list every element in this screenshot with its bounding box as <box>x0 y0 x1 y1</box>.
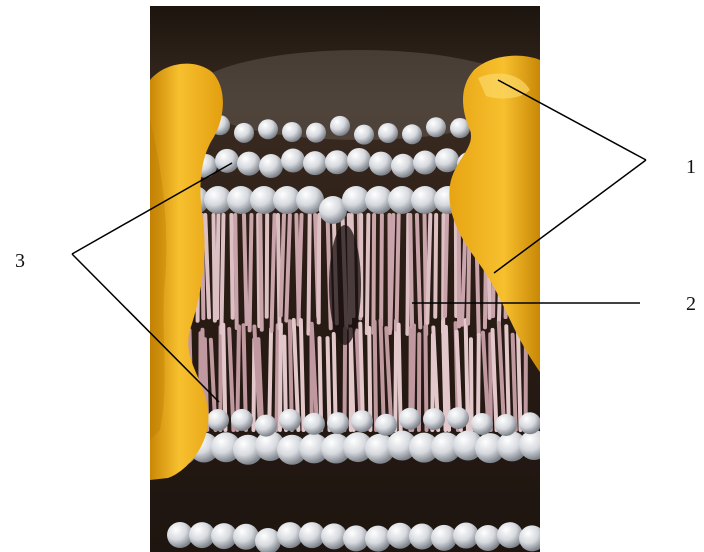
phospholipid-head <box>330 116 350 136</box>
lipid-tail <box>308 215 309 334</box>
phospholipid-head <box>497 522 523 548</box>
label-1: 1 <box>686 156 696 178</box>
phospholipid-head <box>447 407 469 429</box>
phospholipid-head <box>255 415 277 437</box>
lipid-tail <box>471 339 472 430</box>
lipid-tail <box>277 325 278 430</box>
lipid-tail <box>435 215 436 317</box>
phospholipid-head <box>495 414 517 436</box>
lipid-tail <box>490 334 491 430</box>
lipid-tail <box>217 215 218 318</box>
phospholipid-head <box>519 412 541 434</box>
phospholipid-head <box>258 119 278 139</box>
phospholipid-head <box>303 151 327 175</box>
phospholipid-head <box>207 409 229 431</box>
lipid-tail <box>407 215 408 334</box>
phospholipid-head <box>215 149 239 173</box>
lipid-tail <box>235 215 236 328</box>
bottom-phospholipid-heads <box>167 522 545 552</box>
phospholipid-head <box>303 413 325 435</box>
phospholipid-head <box>259 154 283 178</box>
label-3: 3 <box>15 250 25 272</box>
membrane-illustration <box>145 6 554 552</box>
lipid-tail <box>244 215 247 324</box>
lipid-tail <box>373 215 374 333</box>
lipid-tail <box>260 215 261 330</box>
lipid-tail <box>397 215 399 330</box>
lipid-tail <box>518 329 521 430</box>
lipid-tail <box>301 320 304 430</box>
phospholipid-head <box>279 409 301 431</box>
phospholipid-head <box>375 414 397 436</box>
phospholipid-head <box>354 125 374 145</box>
lipid-tail <box>214 215 215 321</box>
phospholipid-head <box>475 525 501 551</box>
phospholipid-head <box>519 525 545 551</box>
lipid-tail <box>445 215 447 316</box>
phospholipid-head <box>402 124 422 144</box>
phospholipid-head <box>347 148 371 172</box>
phospholipid-head <box>435 148 459 172</box>
phospholipid-head <box>237 152 261 176</box>
phospholipid-head <box>431 525 457 551</box>
lipid-tail <box>269 329 271 430</box>
phospholipid-head <box>378 123 398 143</box>
lipid-tail <box>231 215 232 318</box>
phospholipid-head <box>471 413 493 435</box>
lipid-tail <box>381 215 382 325</box>
phospholipid-head <box>321 523 347 549</box>
phospholipid-head <box>306 123 326 143</box>
phospholipid-head <box>231 409 253 431</box>
lipid-tail <box>375 322 376 430</box>
phospholipid-head <box>519 430 549 460</box>
lipid-tail <box>328 338 330 430</box>
phospholipid-head <box>413 151 437 175</box>
lipid-tail <box>367 215 369 333</box>
phospholipid-head <box>391 154 415 178</box>
phospholipid-head <box>234 123 254 143</box>
label-2: 2 <box>686 293 696 315</box>
phospholipid-head <box>282 122 302 142</box>
phospholipid-head <box>327 412 349 434</box>
lipid-tail <box>221 215 223 333</box>
phospholipid-head <box>233 524 259 550</box>
phospholipid-head <box>453 523 479 549</box>
phospholipid-head <box>325 150 349 174</box>
lipid-tail <box>410 215 412 327</box>
phospholipid-head <box>351 410 373 432</box>
phospholipid-head <box>281 149 305 173</box>
phospholipid-head <box>365 526 391 552</box>
phospholipid-head <box>369 152 393 176</box>
lipid-tail <box>395 321 396 430</box>
phospholipid-head <box>423 408 445 430</box>
phospholipid-head <box>426 117 446 137</box>
tail-gap <box>329 225 361 345</box>
phospholipid-head <box>399 408 421 430</box>
lipid-tail <box>250 215 252 330</box>
